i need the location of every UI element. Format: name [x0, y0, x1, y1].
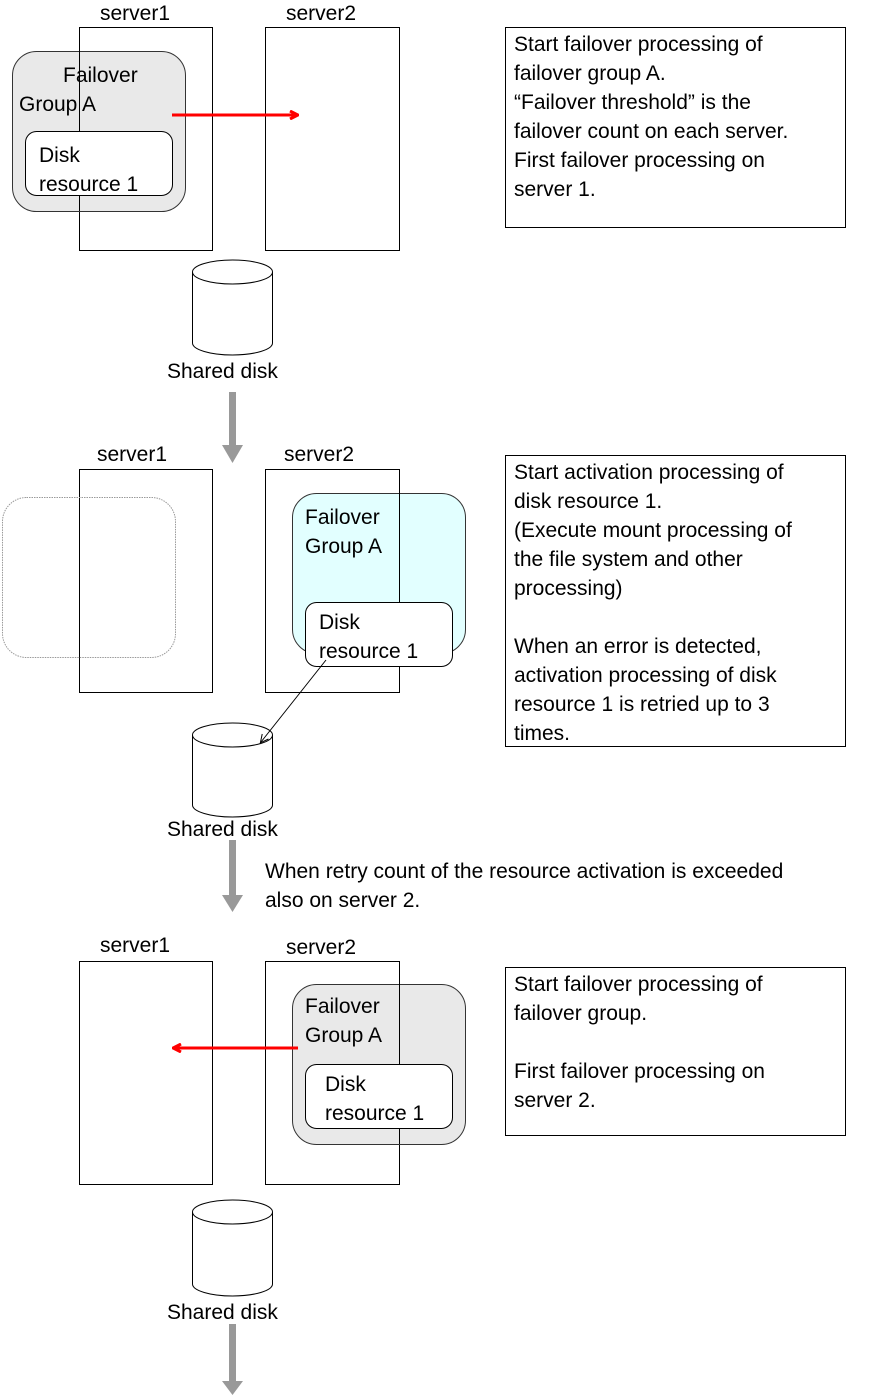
resource-label-line2: resource 1 — [39, 173, 138, 196]
resource-label-line1: Disk — [325, 1073, 366, 1096]
shared-disk-label: Shared disk — [167, 360, 278, 383]
previous-group-ghost — [2, 497, 176, 658]
server1-box — [79, 469, 213, 693]
note-line: First failover processing on — [514, 1060, 765, 1083]
disk-resource-1: Disk resource 1 — [305, 1064, 453, 1129]
step-1-note: Start failover processing of failover gr… — [505, 27, 846, 228]
server2-label: server2 — [284, 443, 354, 466]
group-label-line1: Failover — [305, 506, 380, 529]
group-label-line2: Group A — [19, 93, 96, 116]
resource-label-line1: Disk — [39, 144, 80, 167]
note-line: When an error is detected, — [514, 635, 762, 658]
note-line: the file system and other — [514, 548, 743, 571]
step-3-note: Start failover processing of failover gr… — [505, 967, 846, 1136]
note-line: Start failover processing of — [514, 33, 763, 56]
note-line: First failover processing on — [514, 149, 765, 172]
server2-box — [265, 27, 400, 251]
group-label-line2: Group A — [305, 535, 382, 558]
note-line: failover group. — [514, 1002, 648, 1025]
caption-line: also on server 2. — [265, 889, 421, 912]
note-line: failover count on each server. — [514, 120, 789, 143]
note-line: “Failover threshold” is the — [514, 91, 751, 114]
server2-label: server2 — [286, 2, 356, 25]
shared-disk-icon — [192, 1199, 273, 1297]
group-label-line2: Group A — [305, 1024, 382, 1047]
server1-label: server1 — [100, 2, 170, 25]
group-label-line1: Failover — [305, 995, 380, 1018]
disk-resource-1: Disk resource 1 — [25, 131, 173, 196]
disk-resource-1: Disk resource 1 — [305, 602, 453, 667]
note-line: (Execute mount processing of — [514, 519, 792, 542]
shared-disk-label: Shared disk — [167, 1301, 278, 1324]
flow-arrow-down-icon — [222, 392, 243, 463]
note-line: server 2. — [514, 1089, 596, 1112]
note-line: activation processing of disk — [514, 664, 777, 687]
flow-arrow-down-icon — [222, 1324, 243, 1395]
note-line: disk resource 1. — [514, 490, 663, 513]
resource-label-line2: resource 1 — [325, 1102, 424, 1125]
server1-label: server1 — [97, 443, 167, 466]
note-line: server 1. — [514, 178, 596, 201]
server2-label: server2 — [286, 936, 356, 959]
step-1: server1 server2 Failover Group A Disk re… — [12, 2, 400, 383]
note-line: Start failover processing of — [514, 973, 763, 996]
note-line: processing) — [514, 577, 623, 600]
transition-caption: When retry count of the resource activat… — [265, 857, 783, 915]
step-3: server1 server2 Failover Group A Disk re… — [79, 934, 466, 1324]
resource-label-line2: resource 1 — [319, 640, 418, 663]
resource-label-line1: Disk — [319, 611, 360, 634]
flow-arrow-down-icon — [222, 840, 243, 912]
step-2: server1 server2 Failover Group A Disk re… — [2, 443, 466, 841]
caption-line: When retry count of the resource activat… — [265, 860, 784, 883]
shared-disk-label: Shared disk — [167, 818, 278, 841]
shared-disk-icon — [192, 722, 273, 818]
note-line — [514, 1028, 837, 1057]
step-2-note: Start activation processing of disk reso… — [505, 455, 846, 747]
shared-disk-icon — [192, 259, 273, 356]
group-label-line1: Failover — [63, 64, 138, 87]
server1-box — [79, 961, 213, 1185]
server1-label: server1 — [100, 934, 170, 957]
note-line: failover group A. — [514, 62, 666, 85]
note-line: Start activation processing of — [514, 461, 784, 484]
note-line: resource 1 is retried up to 3 — [514, 693, 770, 716]
note-line: times. — [514, 722, 571, 745]
note-line — [514, 603, 837, 632]
mount-connector-arrow — [261, 659, 327, 742]
